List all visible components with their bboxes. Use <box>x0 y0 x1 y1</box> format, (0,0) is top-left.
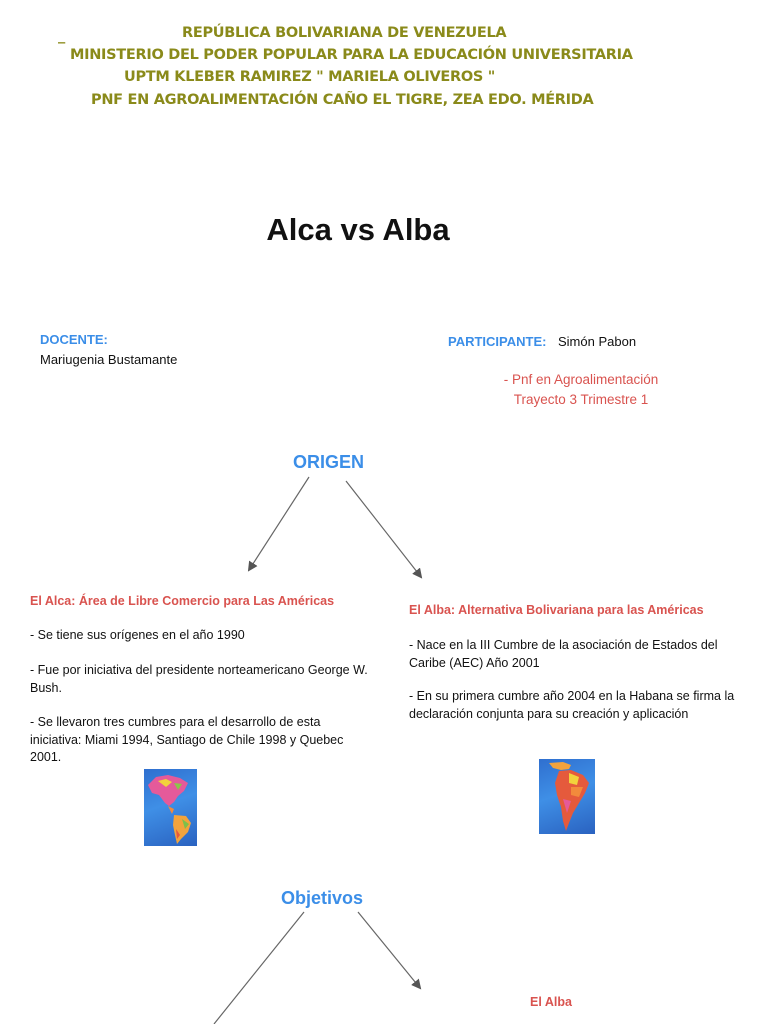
alba-point-1: - Nace en la III Cumbre de la asociación… <box>409 638 718 670</box>
header-uptm: UPTM KLEBER RAMIREZ " MARIELA OLIVEROS " <box>124 69 496 85</box>
origen-heading: ORIGEN <box>293 452 365 472</box>
arrow-origen-alba <box>345 480 423 579</box>
south-america-map-image <box>539 759 595 834</box>
docente-label: DOCENTE: <box>40 332 108 347</box>
americas-map-image <box>144 769 197 846</box>
alca-point-1: - Se tiene sus orígenes en el año 1990 <box>30 628 245 642</box>
alba-title: El Alba: Alternativa Bolivariana para la… <box>409 603 704 617</box>
header-pnf: PNF EN AGROALIMENTACIÓN CAÑO EL TIGRE, Z… <box>91 92 594 108</box>
participante-program: - Pnf en Agroalimentación <box>503 372 659 387</box>
objetivos-alba-label: El Alba <box>530 995 572 1009</box>
header-dash: _ <box>58 28 65 44</box>
alca-point-3: - Se llevaron tres cumbres para el desar… <box>30 715 344 764</box>
participante-label: PARTICIPANTE: <box>448 334 547 349</box>
arrow-objetivos-left <box>213 911 305 1024</box>
header-ministerio: MINISTERIO DEL PODER POPULAR PARA LA EDU… <box>70 47 633 63</box>
alca-point-2: - Fue por iniciativa del presidente nort… <box>30 663 368 695</box>
header-republica: REPÚBLICA BOLIVARIANA DE VENEZUELA <box>182 25 507 41</box>
arrow-origen-alca <box>247 476 310 572</box>
objetivos-heading: Objetivos <box>281 888 364 908</box>
participante-trayecto: Trayecto 3 Trimestre 1 <box>513 392 649 407</box>
alca-title: El Alca: Área de Libre Comercio para Las… <box>30 594 335 608</box>
arrow-objetivos-alba <box>357 911 422 990</box>
participante-name: Simón Pabon <box>558 334 637 349</box>
docente-name: Mariugenia Bustamante <box>40 352 178 367</box>
alba-point-2: - En su primera cumbre año 2004 en la Ha… <box>409 689 735 721</box>
page-title: Alca vs Alba <box>266 212 450 247</box>
